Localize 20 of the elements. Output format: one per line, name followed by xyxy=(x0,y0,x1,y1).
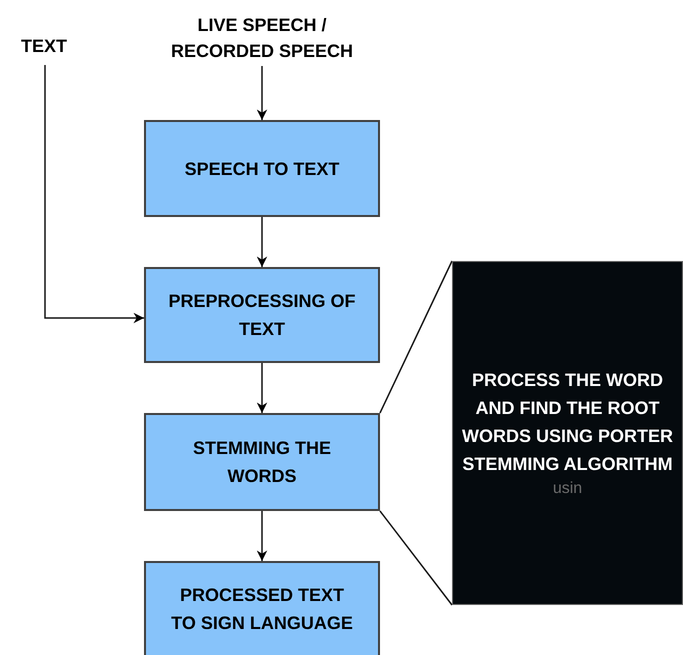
connector-line xyxy=(379,510,453,606)
arrow xyxy=(256,217,268,267)
input-label: LIVE SPEECH / RECORDED SPEECH xyxy=(170,14,354,63)
process-box xyxy=(144,120,380,217)
box-text: STEMMING THE WORDS xyxy=(192,437,332,488)
arrow xyxy=(256,363,268,413)
process-box xyxy=(144,561,380,655)
process-box xyxy=(144,267,380,363)
input-label: TEXT xyxy=(20,35,67,58)
box-text: PROCESS THE WORD AND FIND THE ROOT WORDS USING PORTER STEMMING ALGORITHM xyxy=(460,369,674,476)
box-text: PREPROCESSING OF TEXT xyxy=(168,290,356,341)
box-text: SPEECH TO TEXT xyxy=(184,158,340,180)
arrow xyxy=(44,65,144,324)
arrow xyxy=(256,511,268,561)
arrow xyxy=(256,66,268,120)
box-text: PROCESSED TEXT TO SIGN LANGUAGE xyxy=(170,584,354,635)
callout-box xyxy=(452,261,683,605)
connector-line xyxy=(379,260,453,414)
process-box xyxy=(144,413,380,511)
faint-text: usin xyxy=(552,479,582,499)
